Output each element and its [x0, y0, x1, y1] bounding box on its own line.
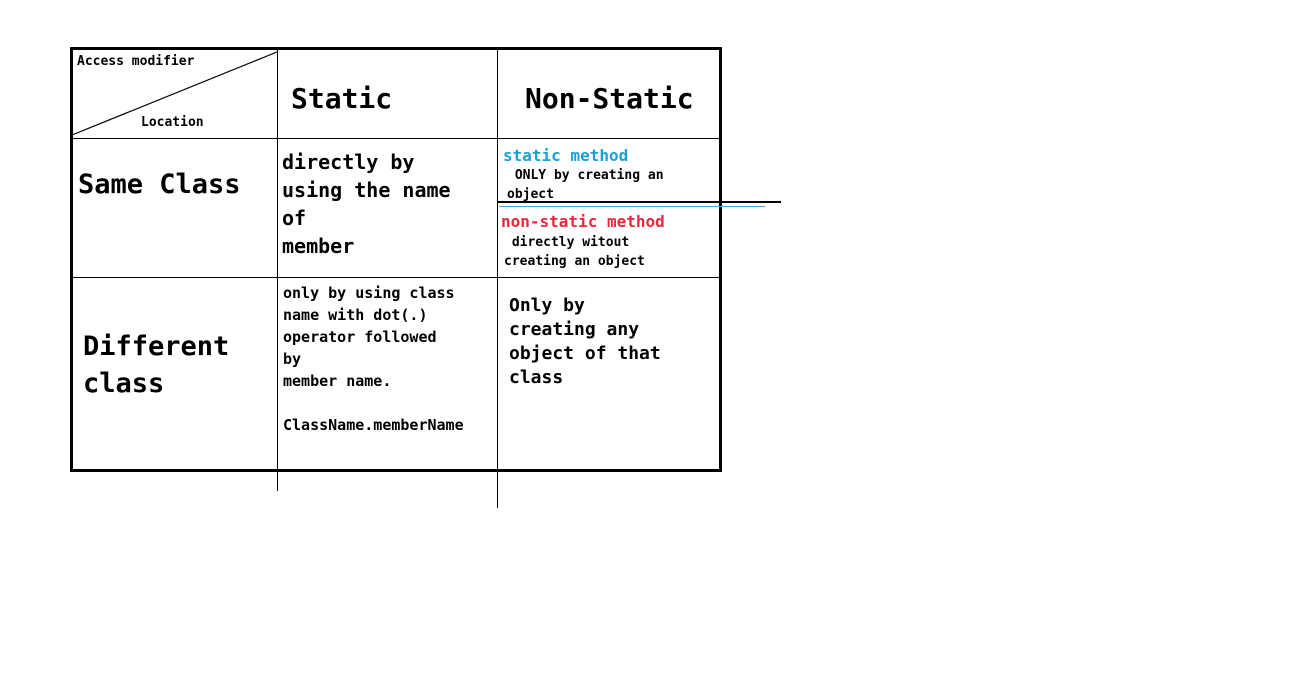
different-class-static-text: only by using class name with dot(.) ope… — [283, 284, 464, 434]
row-label-different-class: Different class — [83, 331, 230, 399]
corner-top-label: Access modifier — [77, 54, 195, 69]
column-header-non-static: Non-Static — [525, 82, 694, 115]
non-static-method-title: non-static method — [501, 212, 665, 231]
row-divider-same-class — [73, 277, 719, 278]
corner-diagonal — [71, 51, 278, 136]
column-divider-non-static — [497, 50, 498, 508]
static-method-text: ONLY by creating an object — [507, 168, 664, 202]
column-header-static: Static — [291, 82, 393, 115]
column-divider-static — [277, 50, 278, 491]
comparison-table — [70, 47, 722, 472]
same-class-static-text: directly by using the name of member — [282, 150, 451, 258]
corner-bottom-label: Location — [141, 115, 204, 130]
row-label-same-class: Same Class — [78, 169, 241, 200]
non-static-method-text: directly witout creating an object — [504, 235, 645, 269]
row-divider-header — [73, 138, 719, 139]
different-class-non-static-text: Only by creating any object of that clas… — [509, 295, 661, 388]
cell-split-line — [497, 201, 781, 203]
cell-split-accent-line — [499, 206, 765, 207]
static-method-title: static method — [503, 146, 629, 165]
